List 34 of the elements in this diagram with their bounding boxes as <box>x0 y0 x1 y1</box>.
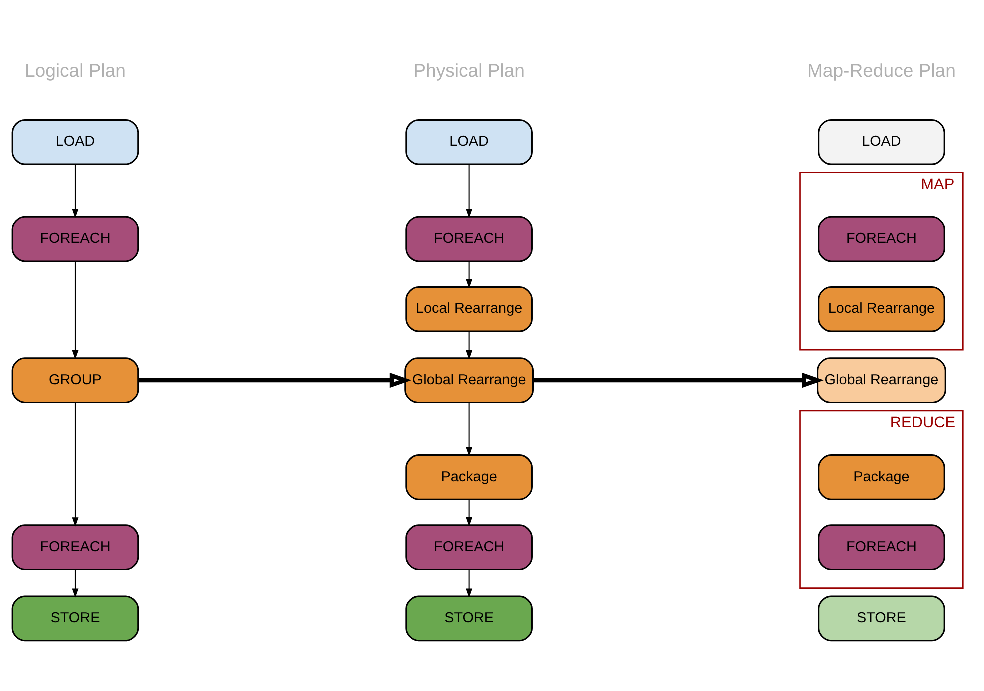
arrow <box>466 332 473 360</box>
node-box: FOREACH <box>818 524 946 571</box>
node-box: LOAD <box>12 119 140 166</box>
arrow <box>466 262 473 289</box>
arrow <box>466 164 473 218</box>
node-box: FOREACH <box>818 216 946 262</box>
node-box: Global Rearrange <box>817 358 946 404</box>
node-box: FOREACH <box>12 524 140 571</box>
node-box: FOREACH <box>406 524 533 571</box>
arrow <box>72 402 79 527</box>
arrow <box>72 261 79 360</box>
node-box: Package <box>818 454 946 500</box>
arrow <box>466 570 473 598</box>
node-box: STORE <box>12 596 140 642</box>
arrow <box>466 403 473 457</box>
arrow <box>72 570 79 598</box>
node-box: STORE <box>406 596 533 642</box>
node-box: Package <box>406 454 533 500</box>
label: Map-Reduce Plan <box>807 60 956 81</box>
node-box: FOREACH <box>406 216 533 262</box>
arrow <box>466 500 473 527</box>
arrow <box>138 372 412 388</box>
label: Physical Plan <box>414 60 525 81</box>
node-box: LOAD <box>818 119 946 166</box>
node-box: Local Rearrange <box>406 286 533 332</box>
node-box: FOREACH <box>12 216 140 262</box>
arrow <box>533 372 824 388</box>
node-box: Global Rearrange <box>404 358 534 404</box>
label: Logical Plan <box>24 60 126 81</box>
node-box: Local Rearrange <box>818 286 946 332</box>
node-box: STORE <box>818 596 946 642</box>
node-box: LOAD <box>406 119 533 166</box>
arrow <box>72 164 79 218</box>
node-box: GROUP <box>12 358 140 404</box>
